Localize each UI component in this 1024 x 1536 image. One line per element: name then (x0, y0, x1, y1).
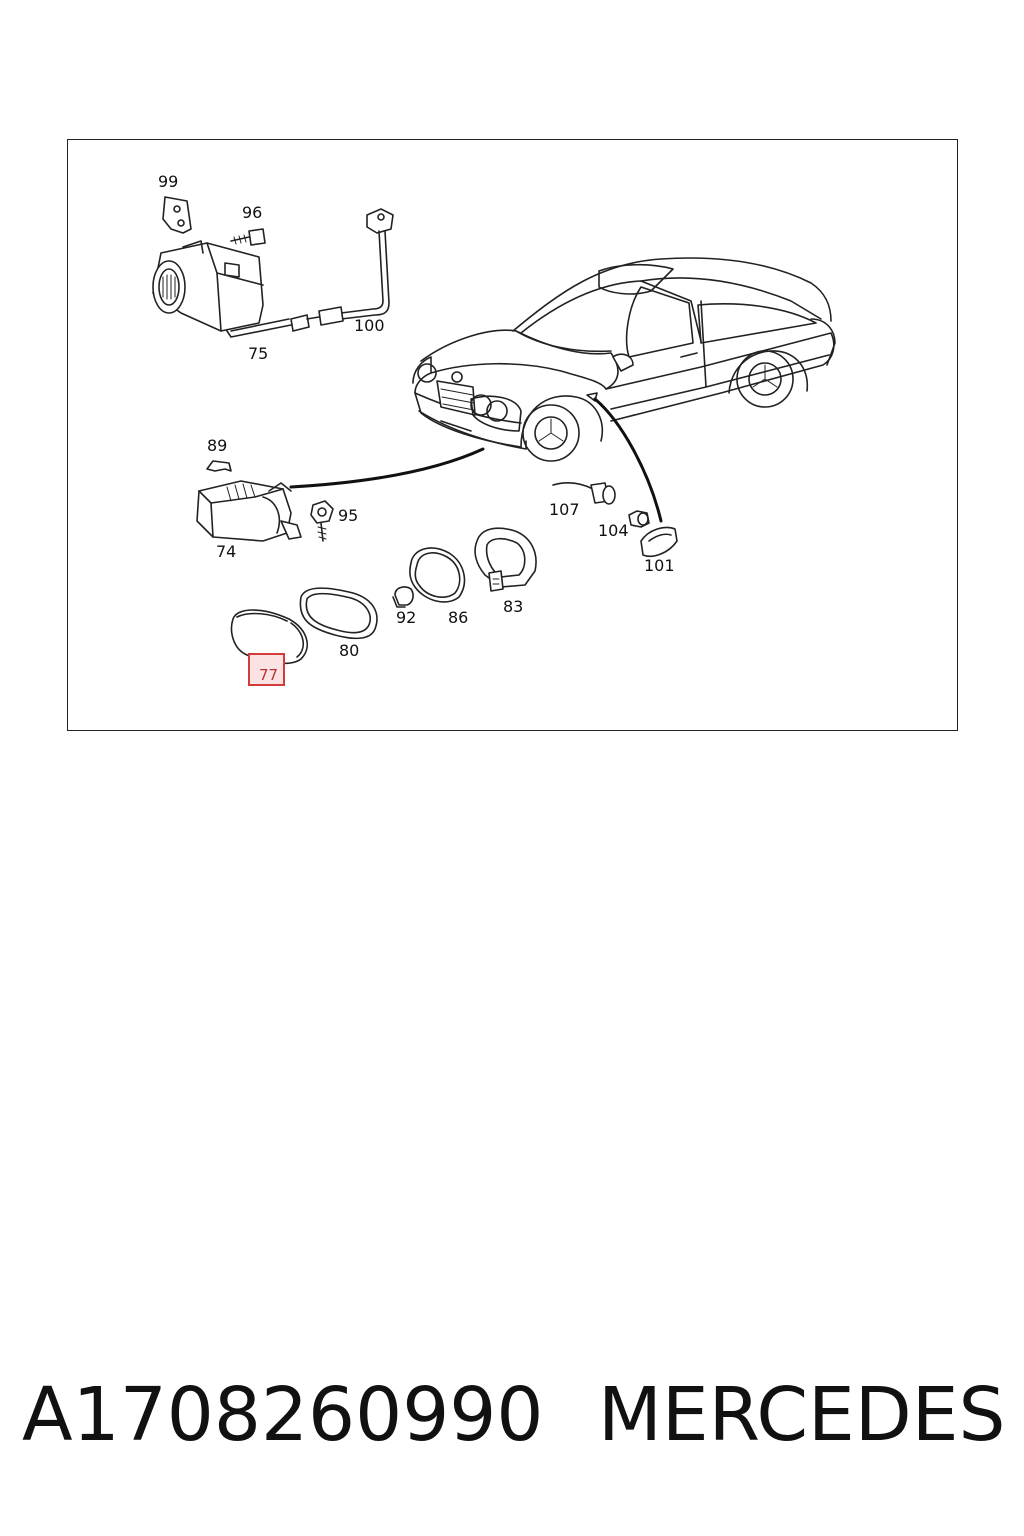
callout-101[interactable]: 101 (644, 556, 675, 575)
side-marker-connector-line (593, 397, 663, 523)
callout-95[interactable]: 95 (338, 506, 358, 525)
part-74-fog-lamp-assembly (196, 480, 302, 542)
callout-74[interactable]: 74 (216, 542, 236, 561)
callout-75[interactable]: 75 (248, 344, 268, 363)
part-83-lamp-carrier (474, 527, 537, 592)
callout-96[interactable]: 96 (242, 203, 262, 222)
fog-lamp-connector-line (289, 447, 485, 489)
caption: A1708260990 MERCEDES (22, 1372, 1012, 1482)
callout-80[interactable]: 80 (339, 641, 359, 660)
part-100-wire-harness (306, 208, 394, 326)
callout-107[interactable]: 107 (549, 500, 580, 519)
callout-86[interactable]: 86 (448, 608, 468, 627)
part-99-bracket (162, 196, 192, 234)
part-95-screw (310, 500, 334, 542)
callout-77[interactable]: 77 (259, 666, 278, 684)
callout-99[interactable]: 99 (158, 172, 178, 191)
brand-name: MERCEDES (598, 1372, 1006, 1458)
part-number: A1708260990 (22, 1372, 544, 1458)
part-101-side-marker (640, 526, 678, 557)
car-illustration (412, 257, 836, 462)
part-80-gasket (299, 587, 378, 640)
part-77-lens (230, 609, 309, 665)
callout-104[interactable]: 104 (598, 521, 629, 540)
callout-89[interactable]: 89 (207, 436, 227, 455)
part-107-socket (552, 482, 616, 505)
part-75-fog-lamp (152, 240, 310, 338)
callout-83[interactable]: 83 (503, 597, 523, 616)
part-86-gasket (409, 547, 466, 603)
part-104-bulb (628, 510, 650, 528)
parts-diagram-frame: 99 96 100 75 89 95 74 107 104 101 92 86 … (67, 139, 958, 731)
part-96-screw (230, 228, 266, 246)
callout-100[interactable]: 100 (354, 316, 385, 335)
exploded-parts-diagram: 99 96 100 75 89 95 74 107 104 101 92 86 … (152, 172, 836, 686)
highlight-box-77 (248, 653, 285, 686)
part-89-clip (206, 460, 232, 472)
callout-92[interactable]: 92 (396, 608, 416, 627)
part-92-bulb (392, 586, 414, 608)
